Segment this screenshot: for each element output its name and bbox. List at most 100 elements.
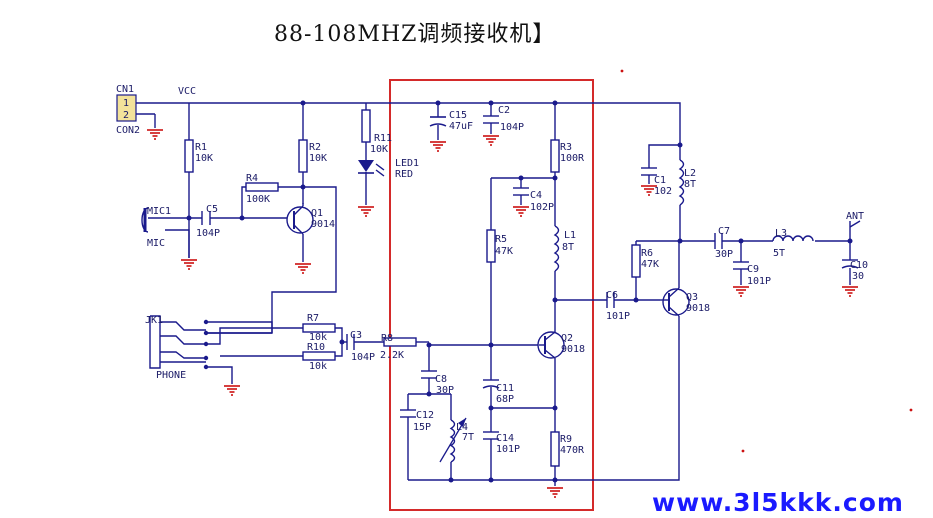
resistor-r3 [550,139,560,173]
r3-value: 100R [560,153,585,164]
c9-value: 101P [747,276,771,287]
q2-label: Q2 [561,333,573,344]
ground-c10 [841,286,859,297]
c3-label: C3 [350,330,362,341]
led1-label: LED1 [395,158,419,169]
phone-jack-jk1 [149,315,206,369]
ant-label: ANT [846,211,864,222]
r10-label: R10 [307,342,325,353]
capacitor-c4 [513,187,529,196]
r10-value: 10k [309,361,327,372]
capacitor-c11 [482,379,500,389]
c10-value: 30 [852,271,864,282]
capacitor-c1 [641,167,657,176]
con2-label: CON2 [116,125,140,136]
ground-jack [223,385,241,396]
l2-label: L2 [684,168,696,179]
capacitor-c14 [483,431,499,440]
c12-value: 15P [413,422,431,433]
c10-label: C10 [850,260,868,271]
c2-value: 104P [500,122,524,133]
c8-value: 30P [436,385,454,396]
c3-value: 104P [351,352,375,363]
ground-main [546,487,564,498]
mic1-label: MIC1 [147,206,171,217]
capacitor-c7 [714,233,723,249]
c11-value: 68P [496,394,514,405]
watermark-url: www.3l5kkk.com [652,488,904,517]
r2-value: 10K [309,153,327,164]
capacitor-c8 [421,370,437,379]
led1-diode [358,160,374,172]
cn1-pin1: 1 [123,98,129,109]
r4-label: R4 [246,173,258,184]
r7-value: 10k [309,332,327,343]
ground-c15 [429,141,447,152]
l3-value: 5T [773,248,785,259]
capacitor-c2 [483,115,499,124]
c2-label: C2 [498,105,510,116]
inductor-l3 [772,235,814,242]
c5-label: C5 [206,204,218,215]
c6-label: C6 [606,290,618,301]
c1-label: C1 [654,175,666,186]
ground-cn1 [146,129,164,140]
led1-value: RED [395,169,413,180]
c14-value: 101P [496,444,520,455]
c14-label: C14 [496,433,514,444]
ground-led1 [357,206,375,217]
r5-value: 47K [495,246,513,257]
r4-value: 100K [246,194,270,205]
capacitor-c3 [346,334,355,350]
resistor-r7 [302,323,336,333]
c4-value: 102P [530,202,554,213]
capacitor-c10 [841,259,859,269]
q2-value: 9018 [561,344,585,355]
r9-label: R9 [560,434,572,445]
c9-label: C9 [747,264,759,275]
r1-label: R1 [195,142,207,153]
r5-label: R5 [495,234,507,245]
resistor-r10 [302,351,336,361]
c15-value: 47uF [449,121,473,132]
c7-value: 30P [715,249,733,260]
capacitor-c5 [201,211,211,225]
r11-value: 10K [370,144,388,155]
c15-label: C15 [449,110,467,121]
cn1-label: CN1 [116,84,134,95]
vcc-label: VCC [178,86,196,97]
phone-label: PHONE [156,370,186,381]
l4-value: 7T [462,432,474,443]
ground-q1 [294,263,312,274]
capacitor-c15 [429,123,447,127]
capacitor-c12 [400,409,416,418]
inductor-l1 [553,225,560,272]
resistor-r6 [631,244,641,278]
c7-label: C7 [718,226,730,237]
jk1-label: JK1 [145,315,163,326]
capacitor-c6 [606,292,615,308]
q3-value: 9018 [686,303,710,314]
capacitor-c9 [733,261,749,270]
ground-c9 [732,286,750,297]
ground-c2 [482,135,500,146]
l3-label: L3 [775,228,787,239]
l1-label: L1 [564,230,576,241]
ground-c4 [512,206,530,217]
c11-label: C11 [496,383,514,394]
resistor-r2 [298,139,308,173]
highlight-box [389,79,594,511]
vcc-rail [136,102,681,140]
cn1-pin2: 2 [123,110,129,121]
r2-label: R2 [309,142,321,153]
c1-value: 102 [654,186,672,197]
c12-label: C12 [416,410,434,421]
connector-cn1 [116,94,137,122]
c4-label: C4 [530,190,542,201]
resistor-r5 [486,229,496,263]
transistor-q1 [286,205,314,235]
r3-label: R3 [560,142,572,153]
q3-label: Q3 [686,292,698,303]
q1-label: Q1 [311,208,323,219]
